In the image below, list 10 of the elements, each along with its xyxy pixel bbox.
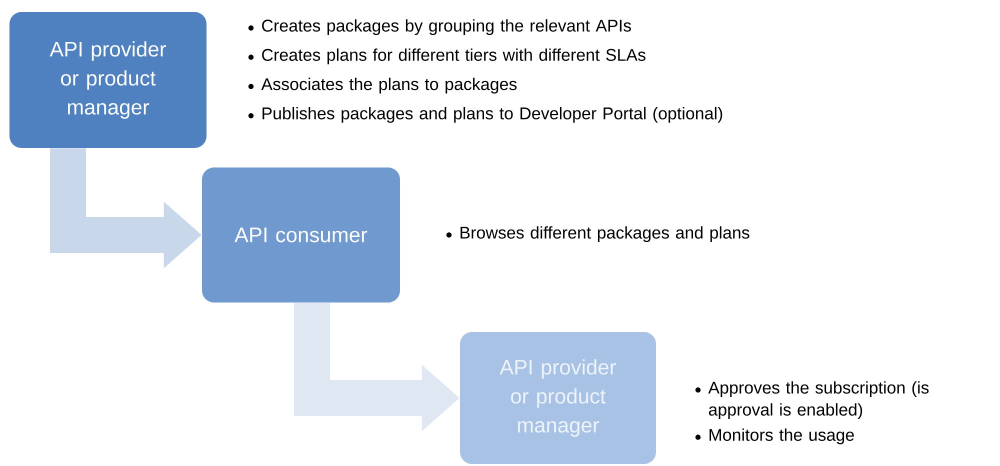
- process-box: API provider or product manager: [10, 12, 206, 148]
- bullet-item: Browses different packages and plans: [446, 226, 750, 242]
- bullet-item: Publishes packages and plans to Developer Portal (optional): [248, 106, 722, 123]
- bullet-item: Approves the subscription (is approval is enabled): [695, 381, 929, 420]
- bullet-item: Monitors the usage: [695, 428, 854, 444]
- bullet-item: Associates the plans to packages: [248, 78, 517, 94]
- bullet-item: Creates packages by grouping the relevant APIs: [248, 19, 631, 36]
- bullet-item: Creates plans for different tiers with different SLAs: [248, 48, 646, 64]
- process-box: API consumer: [202, 168, 400, 302]
- process-box: API provider or product manager: [460, 332, 656, 464]
